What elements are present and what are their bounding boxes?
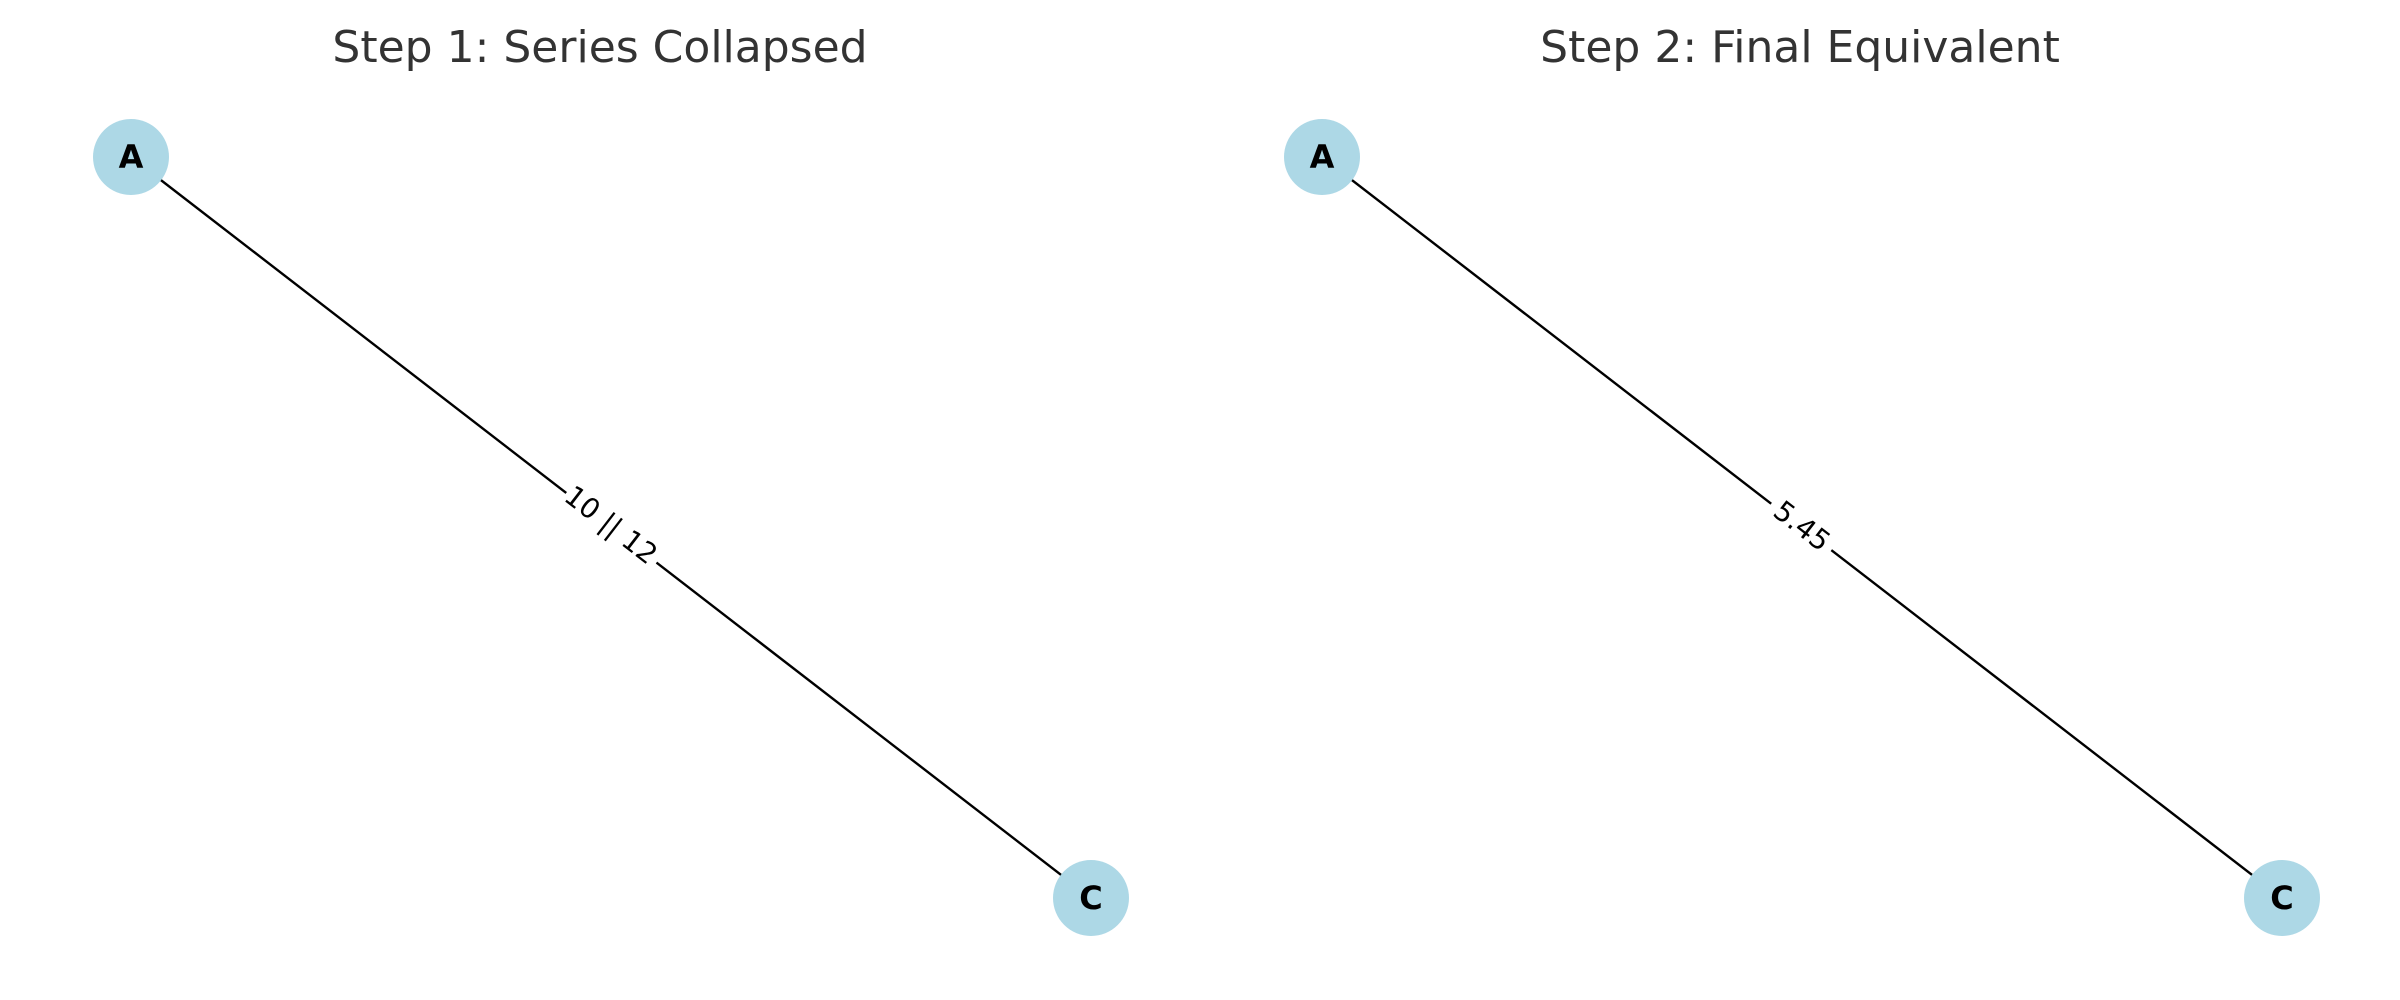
edge-label-background	[1750, 475, 1854, 577]
node-circle	[2244, 860, 2320, 936]
edge-label-background	[535, 450, 690, 603]
node-c[interactable]: C	[1053, 860, 1129, 936]
node-a[interactable]: A	[1284, 119, 1360, 195]
node-a[interactable]: A	[93, 119, 169, 195]
node-circle	[1284, 119, 1360, 195]
panel-title: Step 2: Final Equivalent	[1540, 22, 2060, 73]
node-circle	[1053, 860, 1129, 936]
node-circle	[93, 119, 169, 195]
panel-title: Step 1: Series Collapsed	[332, 22, 868, 73]
node-label: A	[1310, 138, 1335, 176]
node-label: C	[2270, 879, 2293, 917]
node-c[interactable]: C	[2244, 860, 2320, 936]
node-label: A	[119, 138, 144, 176]
circuit-graph: 10 || 12 A C	[93, 119, 1129, 936]
diagram-panel-step-2: Step 2: Final Equivalent 5.45 A C	[1200, 0, 2400, 1000]
circuit-graph: 5.45 A C	[1284, 119, 2320, 936]
node-label: C	[1079, 879, 1102, 917]
diagram-panel-step-1: Step 1: Series Collapsed 10 || 12 A C	[93, 22, 1129, 936]
